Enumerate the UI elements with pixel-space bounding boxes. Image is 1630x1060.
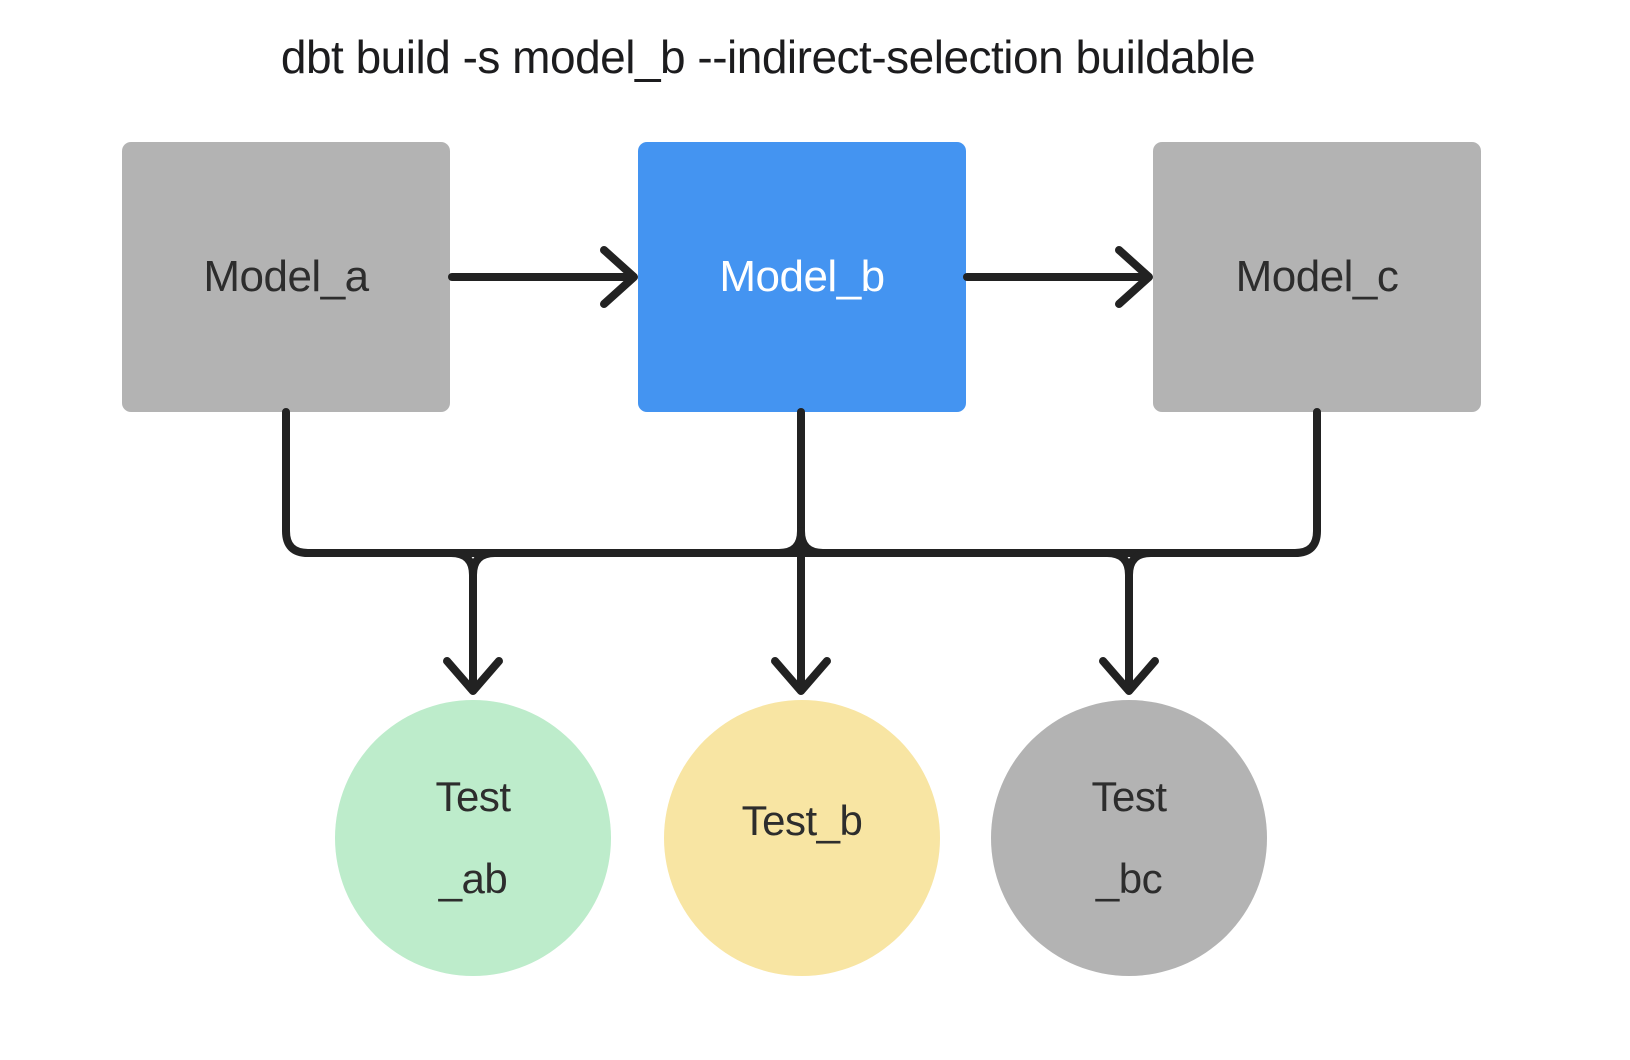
- fillet-b-right: [797, 527, 827, 557]
- arrowhead-down-test-b-icon: [771, 657, 831, 695]
- node-test-b: Test_b: [664, 700, 940, 976]
- node-test-b-label-line1: Test_b: [741, 796, 863, 844]
- node-model-a-label: Model_a: [203, 252, 369, 301]
- connector-bus-to-test-bc: [1099, 549, 1159, 695]
- node-test-bc-label-line1: Test: [1091, 772, 1167, 820]
- fillet-b-left: [775, 527, 805, 557]
- arrowhead-down-test-ab-icon: [443, 657, 503, 695]
- node-model-a: Model_a: [122, 142, 450, 412]
- node-model-b-label: Model_b: [719, 252, 885, 301]
- edge-model-b-to-model-c: [963, 246, 1153, 308]
- connector-bus-to-test-ab: [443, 549, 503, 695]
- fillet-bc-left: [1103, 549, 1133, 579]
- connector-model-b-down: [771, 408, 831, 695]
- node-test-ab-label-line2: _ab: [438, 855, 508, 902]
- diagram-title: dbt build -s model_b --indirect-selectio…: [280, 31, 1256, 83]
- fillet-ab-right: [469, 549, 499, 579]
- fillet-ab-left: [447, 549, 477, 579]
- node-model-c: Model_c: [1153, 142, 1481, 412]
- node-test-ab-label-line1: Test: [435, 772, 511, 820]
- node-test-ab: Test _ab: [335, 700, 611, 976]
- connector-model-c-down: [1291, 408, 1321, 557]
- node-model-b: Model_b: [638, 142, 966, 412]
- connector-model-a-down: [282, 408, 312, 557]
- edge-model-a-to-model-b: [448, 246, 638, 308]
- fillet-bc-right: [1125, 549, 1155, 579]
- arrowhead-down-test-bc-icon: [1099, 657, 1159, 695]
- node-model-c-label: Model_c: [1235, 252, 1399, 301]
- node-test-bc-label-line2: _bc: [1095, 855, 1163, 902]
- arrowhead-right-a-b-icon: [600, 246, 638, 308]
- node-test-bc: Test _bc: [991, 700, 1267, 976]
- arrowhead-right-b-c-icon: [1115, 246, 1153, 308]
